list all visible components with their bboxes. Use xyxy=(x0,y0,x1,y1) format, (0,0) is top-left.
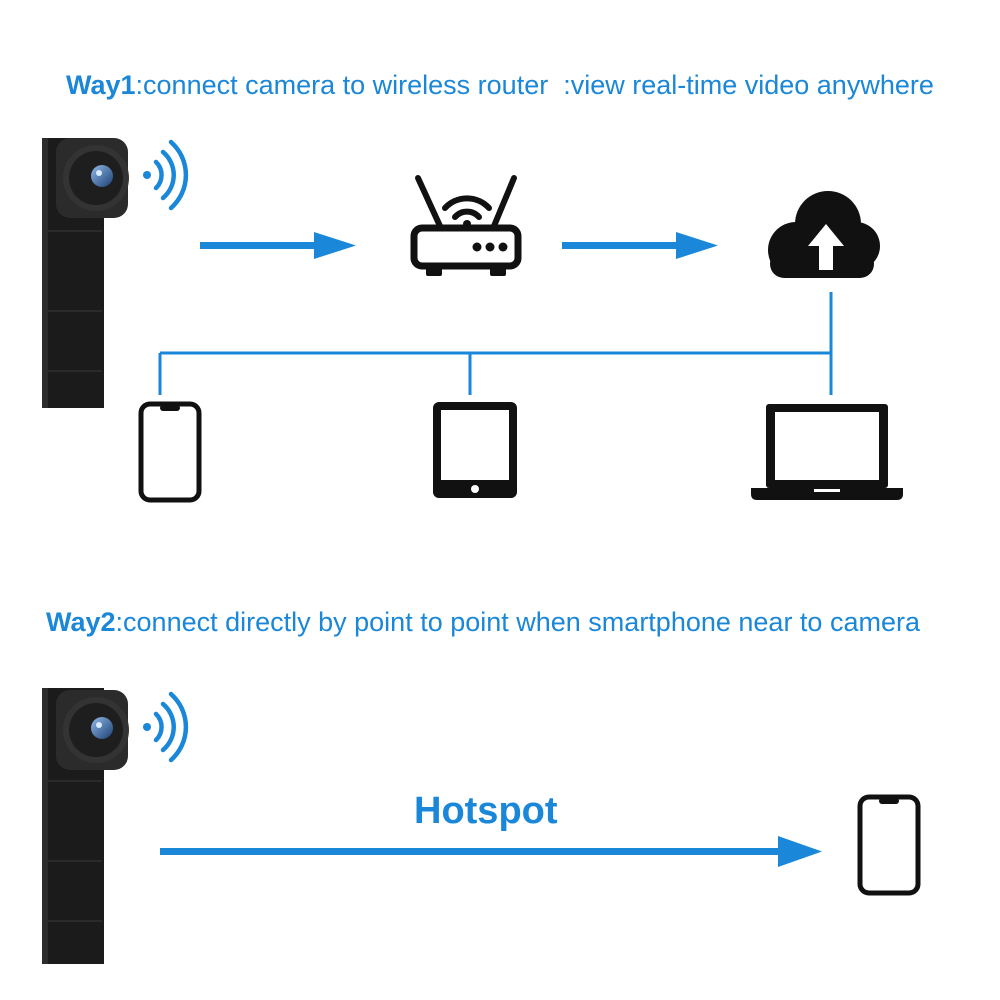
camera-module-icon xyxy=(42,688,129,964)
smartphone-icon xyxy=(860,797,918,893)
hotspot-arrow xyxy=(160,836,822,867)
tablet-icon xyxy=(433,402,517,498)
router-icon xyxy=(414,178,518,276)
arrow-to-router xyxy=(200,232,356,259)
smartphone-icon xyxy=(141,404,199,500)
arrow-to-cloud xyxy=(562,232,718,259)
camera-module-icon xyxy=(42,138,129,408)
cloud-upload-icon xyxy=(768,191,880,278)
wifi-signal-icon xyxy=(143,694,186,760)
wifi-signal-icon xyxy=(143,142,186,208)
distribution-lines xyxy=(160,292,831,395)
laptop-icon xyxy=(751,404,903,500)
